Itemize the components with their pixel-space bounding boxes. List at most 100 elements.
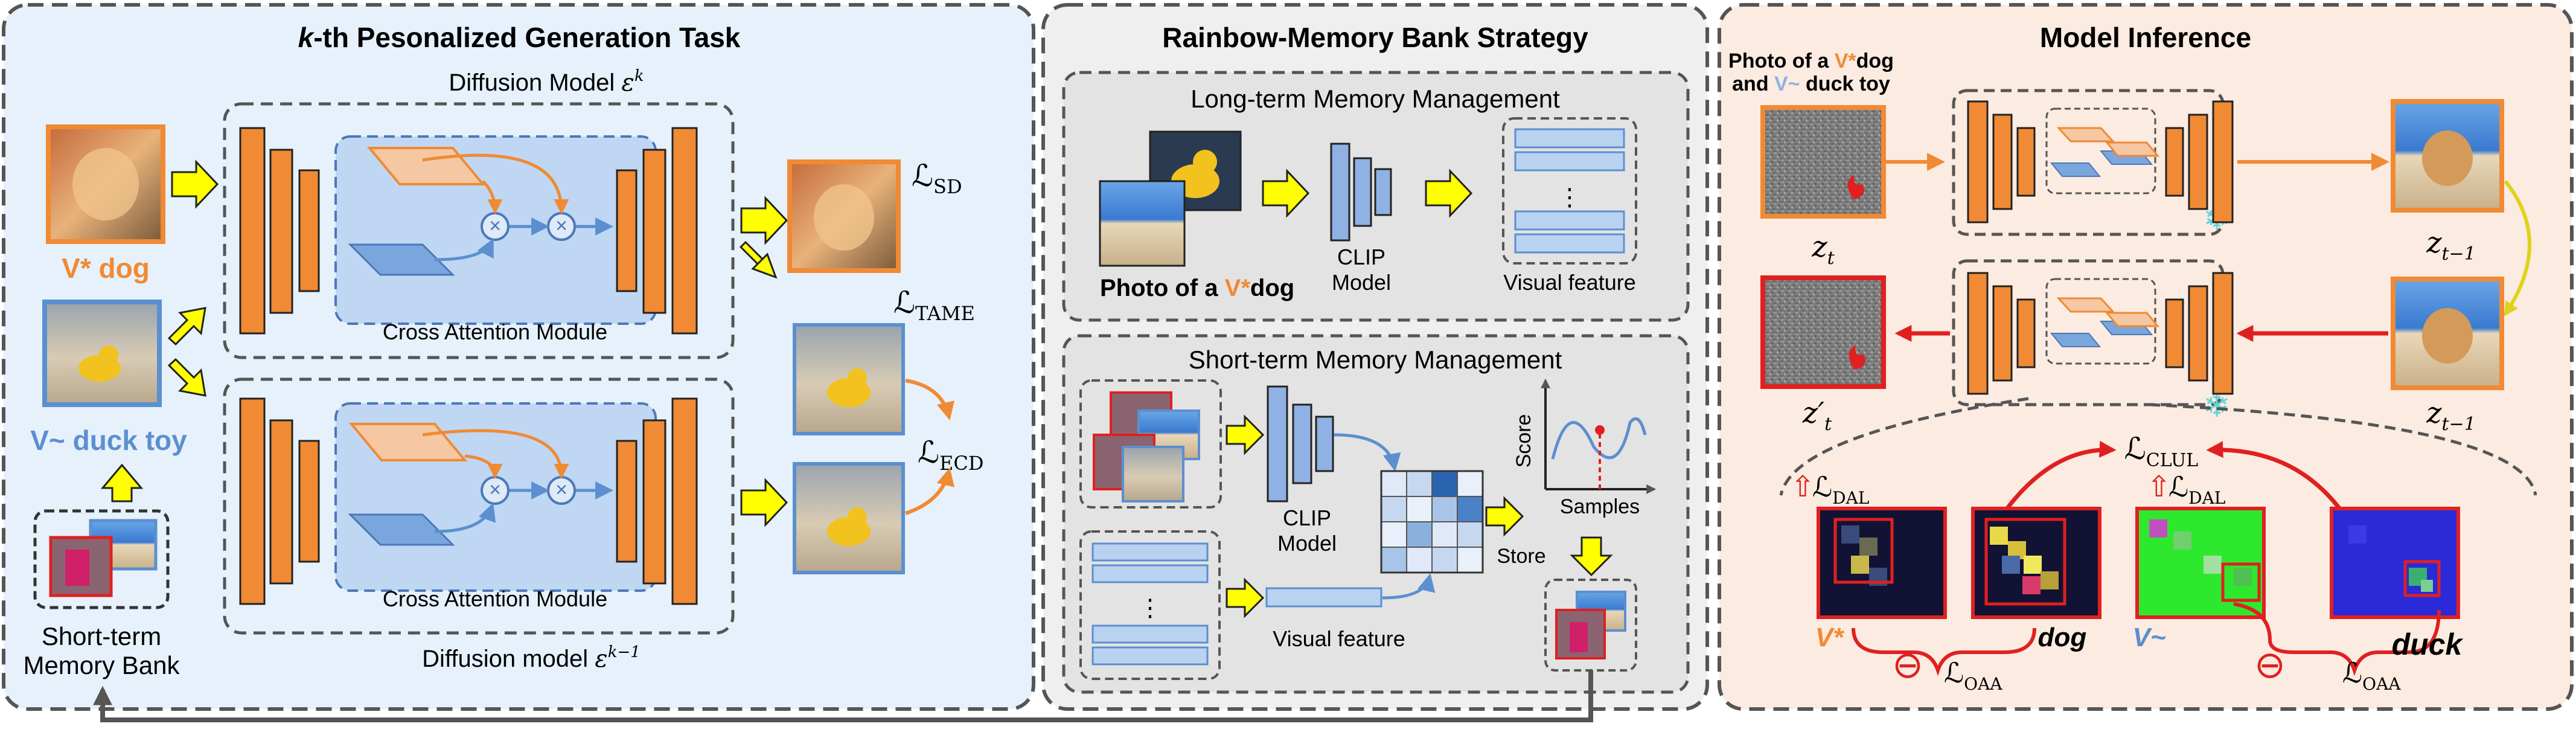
inference-encoder-bottom <box>1967 272 2036 395</box>
panel-model-inference: Model Inference Photo of a V*dog and V~ … <box>1718 3 2574 711</box>
key-plane-top <box>348 243 455 276</box>
token-v-tilde: V~ <box>2132 623 2165 652</box>
diffusion-model-bottom-label: Diffusion model εk−1 <box>422 643 641 673</box>
arrow-bank-to-duck <box>100 463 144 502</box>
label-zt: zt <box>1811 230 1835 269</box>
inference-decoder-top <box>2165 100 2234 223</box>
dog-label: V* dog <box>62 252 150 284</box>
samples-axis-label: Samples <box>1560 495 1640 518</box>
visual-feature-top-label: Visual feature <box>1503 270 1635 295</box>
unet-encoder-bottom <box>239 397 320 605</box>
unet-encoder-top <box>239 127 320 335</box>
score-plot: Score Samples <box>1512 378 1657 518</box>
memory-images-box <box>1079 379 1222 509</box>
dog-shape <box>72 148 139 220</box>
arrow-bottom-to-output <box>740 478 788 527</box>
arrow-loop <box>2504 180 2531 316</box>
unet-decoder-top <box>616 127 698 335</box>
panel-right-title: Model Inference <box>2040 22 2251 53</box>
store-label: Store <box>1497 545 1545 568</box>
arrow-bank-to-feature <box>1226 577 1265 618</box>
score-axis-label: Score <box>1512 414 1535 468</box>
prompt-line1: Photo of a V*dog <box>1728 50 1894 72</box>
similarity-matrix <box>1380 470 1484 574</box>
arrow-photo-to-clip <box>1262 169 1310 218</box>
prompt-line2: and V~ duck toy <box>1732 72 1890 95</box>
arrow-top-to-output <box>740 196 788 245</box>
arrow-dog-to-diffusion <box>171 159 219 209</box>
beach-photo <box>1099 180 1186 267</box>
minus-circle-left-icon: ⊖ <box>1892 644 1923 686</box>
token-dog: dog <box>2038 623 2087 652</box>
multiply-symbol: × <box>489 214 501 237</box>
arrow-images-to-clip <box>1226 414 1265 455</box>
visual-feature-bottom-label: Visual feature <box>1273 626 1405 651</box>
memory-bank-box <box>33 509 170 609</box>
loss-clul: ℒCLUL <box>2124 431 2199 471</box>
short-term-box <box>1062 334 1690 694</box>
loss-tame: ℒTAME <box>893 285 975 325</box>
panel-personalized-generation: k-th Pesonalized Generation Task Diffusi… <box>2 3 1035 711</box>
up-arrow-icon: ⇧ <box>1791 471 1815 503</box>
diffusion-model-top-label: Diffusion Model εk <box>449 67 644 97</box>
label-zt-prime: z′t <box>1802 396 1832 435</box>
panel-rainbow-memory: Rainbow-Memory Bank Strategy Long-term M… <box>1041 3 1709 711</box>
memory-bank-label-line1: Short-term <box>42 622 161 650</box>
feature-bars-top <box>1514 128 1625 254</box>
multiply-symbol: × <box>489 478 501 501</box>
multiply-symbol: × <box>555 478 567 501</box>
arrow-duck-to-bottom <box>167 358 206 397</box>
short-term-title: Short-term Memory Management <box>1189 345 1562 374</box>
inference-encoder-top <box>1967 100 2036 223</box>
noise-latent-zt <box>1760 105 1886 219</box>
clip-model-top <box>1330 143 1392 242</box>
clip-top-line1: CLIP <box>1337 245 1385 269</box>
feature-bar-query <box>1265 587 1382 608</box>
long-term-title: Long-term Memory Management <box>1191 85 1560 113</box>
fire-icon <box>1849 345 1865 370</box>
multiply-symbol: × <box>555 214 567 237</box>
arrow-duck-to-top <box>167 307 206 346</box>
noise-latent-zt-prime <box>1760 275 1886 389</box>
photo-caption: Photo of a V*dog <box>1100 275 1294 301</box>
panel-left-title: k-th Pesonalized Generation Task <box>298 22 741 53</box>
panel-middle-title: Rainbow-Memory Bank Strategy <box>1162 22 1588 53</box>
loss-oaa-right: ℒOAA <box>2342 656 2401 694</box>
cross-attention-bottom-label: Cross Attention Module <box>383 586 607 611</box>
token-duck: duck <box>2392 627 2464 661</box>
inference-decoder-bottom <box>2165 272 2234 395</box>
clip-model-bottom <box>1267 385 1334 502</box>
arrow-matrix-to-store <box>1485 496 1524 537</box>
feature-ellipsis-bank: ⋮ <box>1138 595 1162 621</box>
fire-icon <box>1847 175 1864 199</box>
clip-bottom-line1: CLIP <box>1283 506 1331 530</box>
minus-circle-right-icon: ⊖ <box>2254 644 2286 686</box>
cross-attention-top-label: Cross Attention Module <box>383 319 607 344</box>
loss-oaa-left: ℒOAA <box>1944 656 2002 694</box>
attention-map-duck <box>2330 507 2460 619</box>
diffusion-model-bottom-box <box>223 377 735 635</box>
loss-sd: ℒSD <box>912 158 962 198</box>
duck-label: V~ duck toy <box>30 425 187 456</box>
loss-dal-right: ℒDAL <box>2169 470 2225 508</box>
arrow-top-to-duck-output <box>739 240 778 279</box>
loss-dal-left: ℒDAL <box>1812 470 1869 508</box>
feature-bank-box <box>1079 530 1221 680</box>
unet-decoder-bottom <box>616 397 698 605</box>
label-z-t-minus-1-top: zt−1 <box>2426 226 2476 265</box>
memory-bank-label-line2: Memory Bank <box>23 651 180 679</box>
arrow-clip-to-feature <box>1425 169 1473 218</box>
memory-return-path <box>93 670 1593 722</box>
clip-bottom-line2: Model <box>1277 531 1337 556</box>
token-v-star: V* <box>1815 623 1844 652</box>
arrow-down-to-bank <box>1570 536 1613 577</box>
feature-ellipsis-top: ⋮ <box>1558 184 1582 211</box>
key-plane-bottom <box>348 513 455 546</box>
clip-top-line2: Model <box>1332 270 1391 295</box>
label-z-t-minus-1-bottom: zt−1 <box>2426 396 2476 435</box>
diffusion-model-top-box <box>223 102 735 359</box>
attention-map-v-star <box>1817 507 1947 619</box>
visual-feature-top-box <box>1502 117 1637 265</box>
up-arrow-icon: ⇧ <box>2147 471 2171 503</box>
